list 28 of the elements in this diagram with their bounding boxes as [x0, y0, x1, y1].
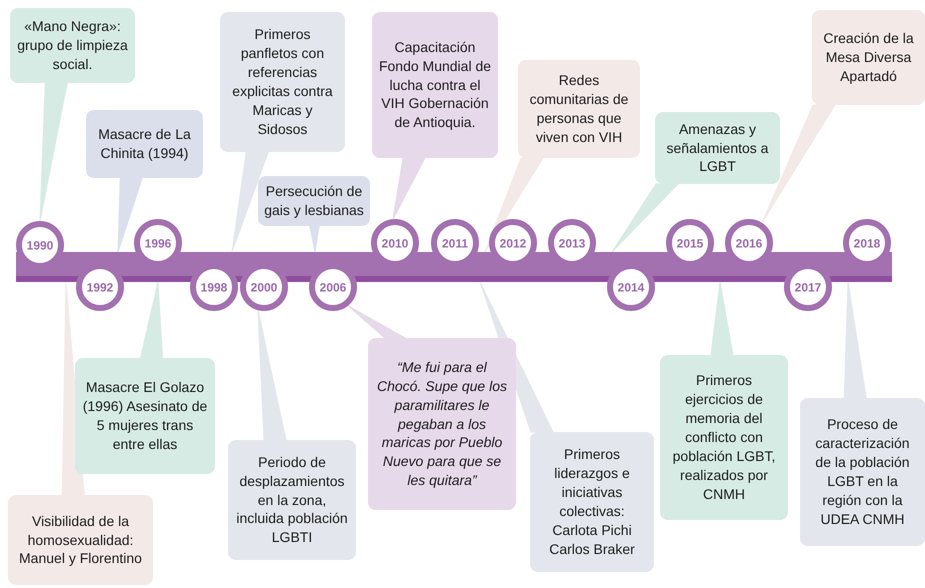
event-callout: Visibilidad de la homosexualidad: Manuel y Florentino — [8, 495, 153, 585]
event-callout: Redes comunitarias de personas que viven con VIH — [518, 60, 640, 158]
callout-pointer — [710, 282, 734, 356]
callout-pointer — [762, 104, 836, 224]
event-callout: “Me fui para el Chocó. Supe que los paramilitares le pegaban a los maricas por Pueblo Nuevo para que se les quitara” — [368, 338, 516, 510]
callout-pointer — [309, 226, 320, 252]
event-callout: Primeros panfletos con referencias explicitas contra Maricas y Sidosos — [220, 12, 345, 152]
event-callout: Masacre El Golazo (1996) Asesinato de 5 mujeres trans entre ellas — [75, 358, 215, 474]
callout-pointer — [140, 282, 164, 358]
callout-pointer — [612, 184, 680, 252]
event-callout: Persecución de gais y lesbianas — [258, 176, 370, 226]
event-callout: «Mano Negra»: grupo de limpieza social. — [10, 8, 135, 83]
callout-pointer — [40, 82, 68, 222]
event-callout: Primeros liderazgos e iniciativas colectivas: Carlota Pichi Carlos Braker — [530, 432, 654, 572]
event-callout: Capacitación Fondo Mundial de lucha contra el VIH Gobernación de Antioquia. — [372, 12, 498, 158]
callout-pointer — [484, 158, 544, 252]
callout-pointer — [348, 305, 408, 338]
event-callout: Masacre de La Chinita (1994) — [86, 110, 203, 178]
event-callout: Proceso de caracterización de la población LGBT en la región con la UDEA CNMH — [800, 398, 925, 546]
callout-pointer — [118, 178, 143, 252]
callout-pointer — [258, 310, 287, 440]
event-callout: Creación de la Mesa Diversa Apartadó — [812, 10, 925, 105]
callout-pointer — [392, 158, 426, 220]
callout-pointer — [844, 282, 867, 398]
callout-pointer — [232, 152, 269, 252]
event-callout: Periodo de desplazamientos en la zona, incluida población LGBTI — [228, 440, 356, 560]
event-callout: Amenazas y señalamientos a LGBT — [655, 112, 780, 184]
event-callout: Primeros ejercicios de memoria del conflicto con población LGBT, realizados por CNMH — [660, 355, 788, 520]
